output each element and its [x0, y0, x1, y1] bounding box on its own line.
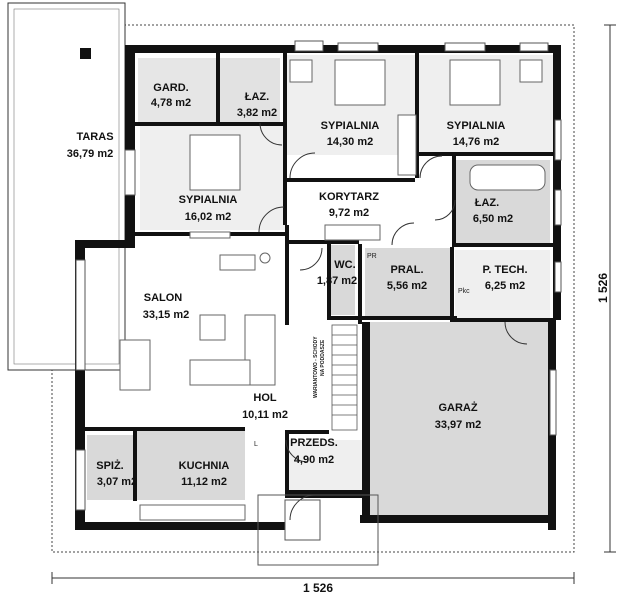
bed-icon	[189, 134, 241, 191]
depth-dimension: 1 526	[596, 273, 610, 303]
fireplace-icon	[219, 254, 256, 271]
room-name: PRZEDS.	[290, 437, 338, 449]
radiator-icon	[189, 231, 231, 239]
sofa-icon	[189, 359, 251, 386]
nightstand-icon	[289, 59, 313, 83]
l-annotation: L	[254, 441, 258, 448]
room-area: 5,56 m2	[387, 280, 427, 292]
bathroom-floor	[220, 58, 280, 123]
room-area: 3,07 m2	[97, 476, 137, 488]
entrance-porch	[257, 494, 379, 566]
pr-annotation: PR	[367, 253, 377, 260]
room-area: 11,12 m2	[181, 476, 227, 488]
room-area: 10,11 m2	[242, 409, 288, 421]
room-name: KORYTARZ	[319, 191, 379, 203]
wardrobe-icon	[397, 114, 417, 176]
room-name: SYPIALNIA	[321, 120, 380, 132]
stairs	[331, 324, 358, 431]
room-name: HOL	[253, 392, 277, 404]
room-area: 4,78 m2	[151, 97, 191, 109]
room-name: WC.	[334, 259, 355, 271]
room-area: 6,50 m2	[473, 213, 513, 225]
wardrobe-icon	[324, 224, 381, 241]
room-area: 16,02 m2	[185, 211, 231, 223]
doors	[258, 122, 528, 521]
kitchen-floor	[135, 430, 245, 500]
kitchen-counter-icon	[139, 504, 246, 521]
windows	[75, 40, 562, 511]
room-labels: TARAS 36,79 m2 GARD. 4,78 m2 ŁAZ. 3,82 m…	[67, 82, 528, 488]
room-name: ŁAZ.	[245, 91, 269, 103]
room-name: ŁAZ.	[475, 197, 499, 209]
room-area: 1,87 m2	[317, 275, 357, 287]
bathtub-icon	[469, 164, 546, 191]
room-area: 4,90 m2	[294, 454, 334, 466]
room-name: SALON	[144, 292, 183, 304]
room-name: SPIŻ.	[96, 459, 124, 472]
bed-icon	[334, 59, 386, 106]
room-name: GARD.	[153, 82, 188, 94]
nightstand-icon	[519, 59, 543, 83]
stairs-annotation: NA PODDASZE	[320, 339, 326, 376]
stove-icon	[259, 252, 271, 264]
laundry-floor	[365, 248, 450, 316]
garage-floor	[370, 322, 550, 517]
room-area: 6,25 m2	[485, 280, 525, 292]
annotations: PR Pkc L WARIANTOWO - SCHODY NA PODDASZE	[254, 253, 470, 448]
wardrobe-floor	[138, 58, 218, 123]
pantry-floor	[87, 435, 135, 500]
room-area: 9,72 m2	[329, 207, 369, 219]
room-area: 33,97 m2	[435, 419, 481, 431]
dimension-labels: 1 526 1 526	[303, 273, 610, 595]
room-area: 3,82 m2	[237, 107, 277, 119]
room-area: 14,76 m2	[453, 136, 499, 148]
room-name: TARAS	[76, 131, 113, 143]
room-name: GARAŻ	[438, 401, 477, 414]
column-icon	[80, 48, 91, 59]
pc-annotation: Pkc	[458, 288, 470, 295]
room-area: 36,79 m2	[67, 148, 113, 160]
tech-floor	[455, 250, 550, 318]
room-name: SYPIALNIA	[447, 120, 506, 132]
room-area: 33,15 m2	[143, 309, 189, 321]
vestibule-floor	[285, 440, 365, 490]
room-area: 14,30 m2	[327, 136, 373, 148]
bed-icon	[449, 59, 501, 106]
stairs-annotation: WARIANTOWO - SCHODY	[313, 336, 319, 398]
width-dimension: 1 526	[303, 581, 333, 595]
coffee-table-icon	[199, 314, 226, 341]
room-name: PRAL.	[391, 264, 424, 276]
room-name: P. TECH.	[482, 264, 527, 276]
plot-outline	[51, 24, 575, 553]
dining-table-icon	[119, 339, 151, 391]
room-name: SYPIALNIA	[179, 194, 238, 206]
furniture	[119, 59, 546, 521]
dimension-lines	[51, 24, 616, 584]
terrace	[7, 2, 126, 371]
wc-floor	[330, 245, 355, 315]
room-name: KUCHNIA	[179, 460, 230, 472]
